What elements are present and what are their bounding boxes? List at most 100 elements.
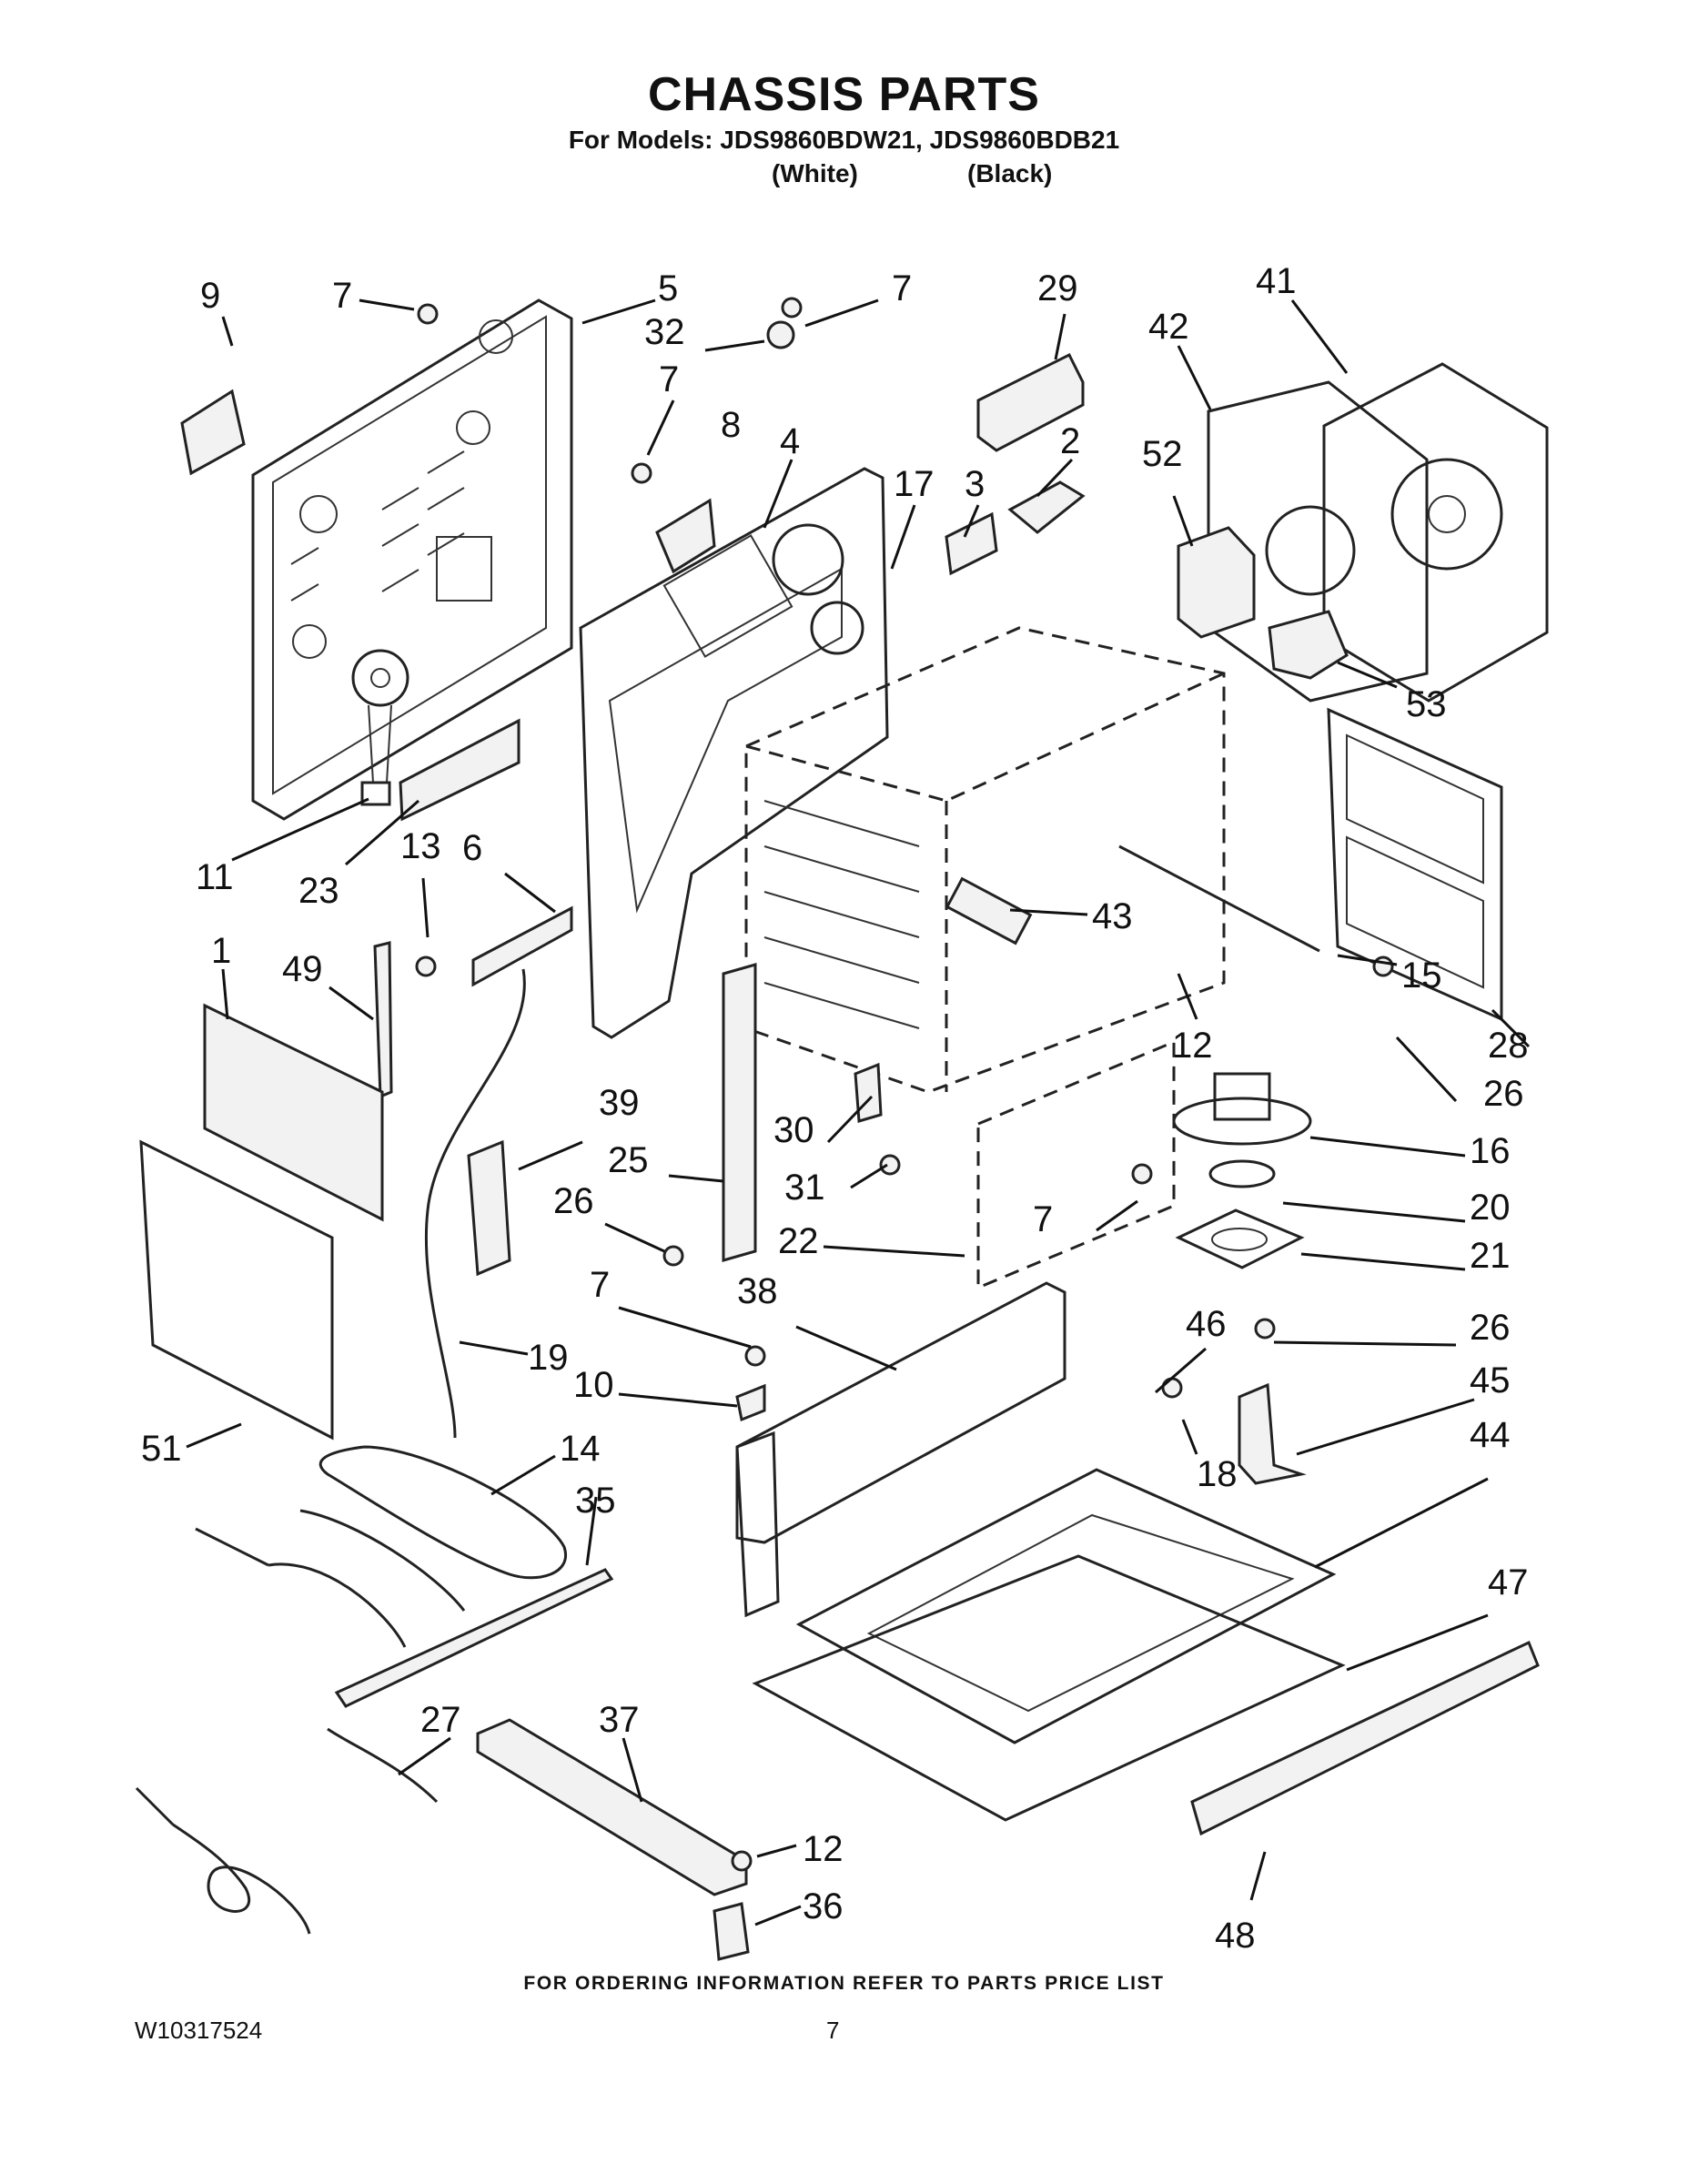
drain-tube — [424, 968, 526, 1439]
cover-52 — [1177, 526, 1256, 639]
callout-16: 16 — [1470, 1131, 1511, 1171]
ordering-note: FOR ORDERING INFORMATION REFER TO PARTS … — [523, 1973, 1165, 1994]
variant-black-label: (Black) — [967, 159, 1053, 187]
callout-17: 17 — [894, 464, 935, 504]
front-panel — [139, 1139, 334, 1441]
callout-37: 37 — [599, 1700, 640, 1740]
callout-28: 28 — [1488, 1026, 1529, 1066]
callout-52: 52 — [1142, 434, 1183, 474]
variant-white-label: (White) — [772, 159, 858, 187]
sensor-30 — [854, 1062, 883, 1123]
callout-11: 11 — [196, 857, 234, 897]
models-subtitle: For Models: JDS9860BDW21, JDS9860BDB21 — [568, 126, 1120, 154]
callout-12: 12 — [1172, 1026, 1213, 1066]
convection-fan-assembly — [1207, 362, 1549, 703]
callout-47: 47 — [1488, 1562, 1529, 1603]
fan-motor — [351, 649, 409, 806]
callout-2: 2 — [1060, 421, 1080, 461]
callout-45: 45 — [1470, 1360, 1511, 1400]
callout-23: 23 — [298, 871, 339, 911]
callout-44: 44 — [1470, 1415, 1511, 1455]
rod — [1118, 844, 1320, 953]
shield-53 — [1268, 610, 1349, 680]
callout-31: 31 — [784, 1168, 825, 1208]
callout-7: 7 — [332, 276, 352, 316]
callout-46: 46 — [1186, 1304, 1227, 1344]
callout-7: 7 — [590, 1265, 610, 1305]
page-title: CHASSIS PARTS — [648, 68, 1040, 121]
leader-lines — [186, 298, 1531, 1926]
callout-36: 36 — [803, 1886, 844, 1926]
callout-19: 19 — [528, 1338, 569, 1378]
callout-42: 42 — [1148, 307, 1189, 347]
callout-43: 43 — [1092, 896, 1133, 936]
callout-38: 38 — [737, 1271, 778, 1311]
callout-20: 20 — [1470, 1188, 1511, 1228]
bracket-10 — [735, 1383, 766, 1422]
callout-7: 7 — [892, 268, 912, 308]
thermostat-bracket — [1007, 480, 1086, 534]
toe-kick-38 — [735, 1281, 1066, 1544]
callout-26: 26 — [1470, 1308, 1511, 1348]
channel-25 — [722, 963, 757, 1262]
callout-8: 8 — [721, 405, 741, 445]
callout-14: 14 — [560, 1429, 601, 1469]
callout-4: 4 — [780, 421, 800, 461]
callout-7: 7 — [1033, 1199, 1053, 1239]
callout-25: 25 — [608, 1140, 649, 1180]
latch-assembly — [945, 511, 998, 576]
callout-12: 12 — [803, 1829, 844, 1869]
vent-duct — [976, 352, 1085, 452]
vertical-strip — [373, 941, 393, 1099]
panel-1 — [203, 1003, 384, 1222]
broil-element — [195, 1445, 568, 1648]
hinge-39 — [467, 1139, 511, 1277]
callout-22: 22 — [778, 1221, 819, 1261]
callout-30: 30 — [773, 1110, 814, 1150]
bracket-8 — [655, 498, 716, 574]
support-bar — [334, 1568, 614, 1708]
motor-bracket — [399, 718, 521, 822]
cover-plate — [180, 389, 246, 476]
callout-labels: 9 7 5 7 29 41 32 42 7 8 2 4 17 3 52 53 1… — [141, 261, 1529, 1956]
burner-stack — [1172, 1072, 1312, 1269]
callout-48: 48 — [1215, 1916, 1256, 1956]
callout-3: 3 — [965, 464, 985, 504]
leveling-leg — [713, 1902, 750, 1961]
callout-6: 6 — [462, 828, 482, 868]
heating-element-43 — [945, 876, 1033, 945]
page-number: 7 — [826, 2017, 840, 2044]
callout-41: 41 — [1256, 261, 1297, 301]
front-frame — [579, 467, 889, 1039]
callout-7: 7 — [659, 359, 679, 399]
callout-13: 13 — [400, 826, 441, 866]
callout-53: 53 — [1406, 684, 1447, 724]
callout-1: 1 — [211, 931, 231, 971]
callout-26: 26 — [553, 1181, 594, 1221]
side-rail — [735, 1431, 780, 1618]
bottom-tray — [752, 1554, 1346, 1822]
base-pan — [795, 1468, 1337, 1744]
callout-15: 15 — [1401, 956, 1442, 996]
callout-49: 49 — [282, 949, 323, 989]
callout-27: 27 — [420, 1700, 461, 1740]
rear-support-37 — [476, 1718, 748, 1896]
document-number: W10317524 — [135, 2017, 263, 2044]
callout-51: 51 — [141, 1429, 182, 1469]
callout-32: 32 — [644, 312, 685, 352]
callout-5: 5 — [658, 268, 678, 308]
bracket-45 — [1238, 1382, 1307, 1485]
callout-10: 10 — [573, 1365, 614, 1405]
front-trim-48 — [1190, 1640, 1540, 1836]
callout-9: 9 — [200, 276, 220, 316]
callout-18: 18 — [1197, 1454, 1238, 1494]
callout-29: 29 — [1037, 268, 1078, 308]
bake-element — [135, 1727, 439, 1935]
limit-switch — [766, 320, 795, 349]
dashed-bracket — [976, 1039, 1176, 1290]
callout-26: 26 — [1483, 1074, 1524, 1114]
callout-21: 21 — [1470, 1236, 1511, 1276]
callout-35: 35 — [575, 1481, 616, 1521]
callout-39: 39 — [599, 1083, 640, 1123]
